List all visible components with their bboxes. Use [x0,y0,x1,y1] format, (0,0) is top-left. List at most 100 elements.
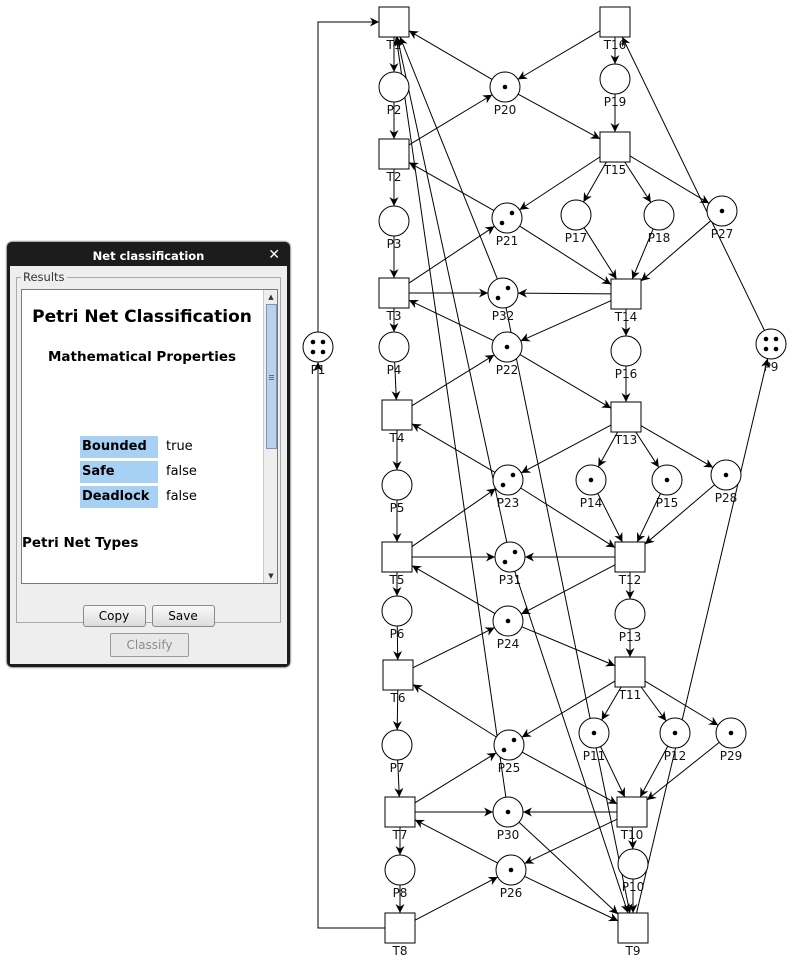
arc-P21-T2[interactable] [408,162,495,212]
place-P2[interactable]: P2 [378,71,410,117]
arc-P6-T6[interactable] [393,625,403,661]
place-P27[interactable]: P27 [706,195,738,241]
place-P30[interactable]: P30 [492,796,524,842]
arc-P1-T1[interactable] [317,17,379,332]
arc-T6-P7[interactable] [392,689,402,731]
place-P4[interactable]: P4 [378,331,410,377]
arc-T11-P11[interactable] [601,686,622,721]
arc-P25-T6[interactable] [412,684,497,738]
scroll-down-arrow-icon[interactable]: ▼ [268,572,274,580]
arc-P27-T14[interactable] [640,220,711,282]
transition-T1[interactable]: T1 [378,6,410,52]
arc-T13-P15[interactable] [635,431,660,468]
place-P15[interactable]: P15 [651,464,683,510]
transition-T14[interactable]: T14 [610,278,642,324]
arc-P7-T7[interactable] [394,759,404,798]
place-P31[interactable]: P31 [494,541,526,587]
place-P16[interactable]: P16 [610,335,642,381]
arc-P14-T12[interactable] [597,493,623,543]
arc-P23-T12[interactable] [520,487,616,548]
arc-T14-P32[interactable] [517,288,612,298]
arc-P22-T13[interactable] [519,354,612,409]
place-P3[interactable]: P3 [378,205,410,251]
arc-T2-P20[interactable] [408,94,493,146]
place-P10[interactable]: P10 [617,848,649,894]
arc-P22-T3[interactable] [408,299,494,341]
arc-T16-P20[interactable] [517,30,601,80]
classify-button[interactable]: Classify [110,633,189,657]
place-P17[interactable]: P17 [560,199,592,245]
arc-T8-P26[interactable] [414,876,498,921]
transition-T7[interactable]: T7 [384,796,416,842]
arc-T4-P22[interactable] [411,354,495,407]
arc-P29-T10[interactable] [646,741,720,801]
copy-button[interactable]: Copy [82,605,146,627]
save-button[interactable]: Save [151,605,215,627]
arc-T11-P25[interactable] [521,680,616,738]
place-P14[interactable]: P14 [575,464,607,510]
place-P7[interactable]: P7 [381,729,413,775]
arc-P30-T1[interactable] [392,36,507,798]
transition-T8[interactable]: T8 [384,912,416,958]
place-P21[interactable]: P21 [491,202,523,248]
scroll-up-arrow-icon[interactable]: ▲ [268,293,274,301]
arc-T15-P21[interactable] [519,156,601,211]
transition-T10[interactable]: T10 [616,796,648,842]
place-P20[interactable]: P20 [489,71,521,117]
transition-T2[interactable]: T2 [378,138,410,184]
arc-P9-T16[interactable] [621,36,765,331]
arc-P17-T14[interactable] [583,227,617,280]
transition-T9[interactable]: T9 [617,912,649,958]
place-P22[interactable]: P22 [491,331,523,377]
arc-P18-T14[interactable] [631,228,654,280]
place-P24[interactable]: P24 [492,605,524,651]
arc-T6-P24[interactable] [412,627,495,669]
arc-T7-P25[interactable] [414,752,497,804]
close-icon[interactable]: ✕ [268,247,280,263]
place-P1[interactable]: P1 [302,331,334,377]
arc-T11-P29[interactable] [644,680,719,726]
vertical-scrollbar[interactable]: ▲ ▼ [263,290,277,583]
arc-T13-P23[interactable] [520,424,612,474]
arc-P32-T9[interactable] [505,307,633,914]
results-panel[interactable]: Petri Net Classification Mathematical Pr… [21,289,278,584]
transition-T16[interactable]: T16 [599,6,631,52]
transition-T5[interactable]: T5 [381,541,413,587]
arc-P31-T9[interactable] [514,571,630,914]
place-P13[interactable]: P13 [614,598,646,644]
arc-P15-T12[interactable] [636,493,661,543]
place-P28[interactable]: P28 [710,459,742,505]
arc-P28-T12[interactable] [644,484,715,545]
arc-P23-T4[interactable] [411,423,496,473]
arc-T13-P28[interactable] [640,425,714,468]
place-P25[interactable]: P25 [493,729,525,775]
arc-P4-T4[interactable] [391,361,401,401]
arc-T3-P21[interactable] [408,225,495,284]
transition-T3[interactable]: T3 [378,277,410,323]
place-P11[interactable]: P11 [578,717,610,763]
arc-P20-T15[interactable] [517,93,601,140]
arc-P25-T10[interactable] [521,751,618,805]
arc-P31-T1[interactable] [394,36,508,543]
transition-T13[interactable]: T13 [610,401,642,447]
arc-T13-P14[interactable] [597,431,619,468]
arc-P26-T9[interactable] [524,875,619,922]
place-P5[interactable]: P5 [381,469,413,515]
place-P29[interactable]: P29 [715,717,747,763]
arc-T14-P22[interactable] [520,300,612,342]
transition-T12[interactable]: T12 [614,541,646,587]
arc-P12-T10[interactable] [639,745,669,798]
arc-T15-P18[interactable] [624,161,652,203]
arc-T9-P9[interactable] [636,358,770,914]
place-P23[interactable]: P23 [492,464,524,510]
place-P26[interactable]: P26 [495,854,527,900]
place-P9[interactable]: P9 [755,328,787,374]
arc-P20-T1[interactable] [408,30,493,80]
place-P8[interactable]: P8 [384,854,416,900]
transition-T15[interactable]: T15 [599,131,631,177]
place-P6[interactable]: P6 [381,595,413,641]
arc-P26-T7[interactable] [414,819,498,864]
place-P19[interactable]: P19 [599,63,631,109]
arc-T5-P23[interactable] [411,488,496,548]
